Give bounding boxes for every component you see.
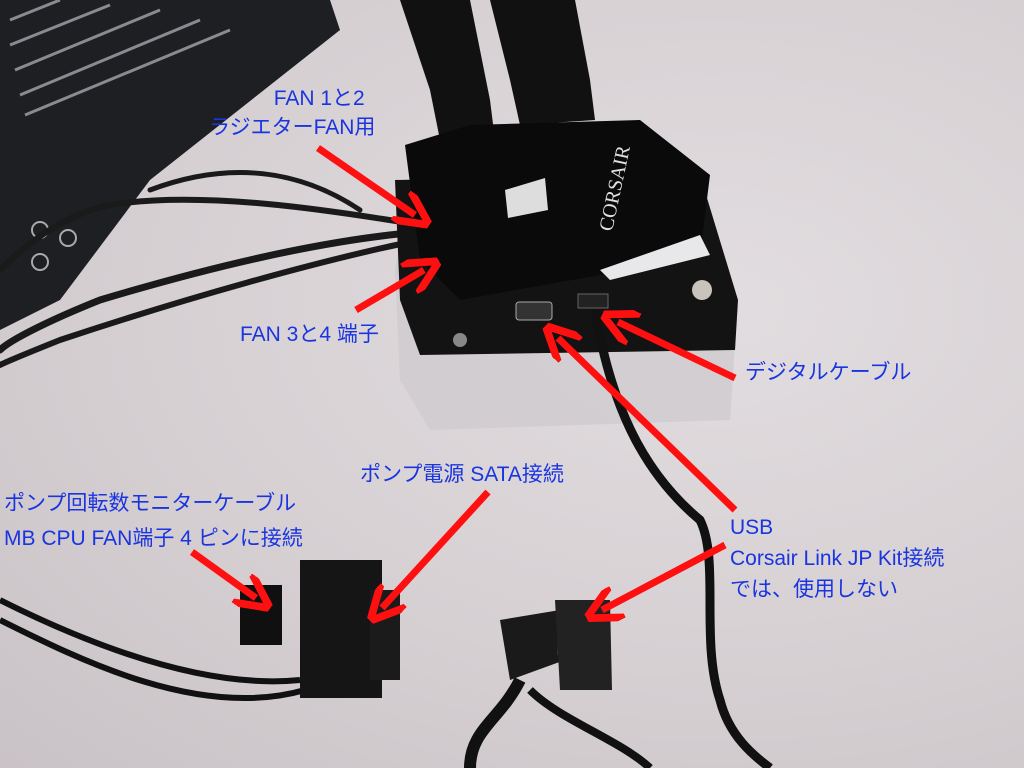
label-monitor-line1: ポンプ回転数モニターケーブル <box>4 492 297 515</box>
label-fan34: FAN 3と4 端子 <box>240 320 379 349</box>
label-usb-line3: では、使用しない <box>730 578 898 601</box>
sata-connector <box>0 560 400 702</box>
label-fan12: FAN 1と2 ラジエターFAN用 <box>209 84 375 142</box>
label-sata-line1: ポンプ電源 SATA接続 <box>360 463 564 486</box>
label-digital: デジタルケーブル <box>745 358 911 387</box>
usb-connector <box>464 600 653 768</box>
label-fan34-line1: FAN 3と4 端子 <box>240 323 379 346</box>
label-digital-line1: デジタルケーブル <box>745 361 912 384</box>
label-fan12-line2: ラジエターFAN用 <box>209 116 376 139</box>
coolant-tubes <box>400 0 595 140</box>
arrow-usb-port <box>558 338 738 513</box>
label-usb: USB Corsair Link JP Kit接続 では、使用しない <box>730 512 944 605</box>
digital-cable <box>590 309 773 768</box>
label-fan12-line1: FAN 1と2 <box>273 87 365 110</box>
arrow-fan12 <box>316 145 415 215</box>
arrow-monitor <box>189 549 256 598</box>
product-box <box>0 0 340 330</box>
label-monitor: ポンプ回転数モニターケーブル MB CPU FAN端子 4 ピンに接続 <box>4 486 303 556</box>
arrow-usb-plug <box>602 541 727 610</box>
label-usb-line2: Corsair Link JP Kit接続 <box>730 547 945 570</box>
corsair-sails-icon <box>505 178 548 218</box>
label-usb-line1: USB <box>730 516 774 539</box>
arrow-sata <box>382 489 491 608</box>
arrow-fan34 <box>354 270 424 314</box>
fan-cables <box>0 170 424 368</box>
label-sata: ポンプ電源 SATA接続 <box>360 460 564 489</box>
arrow-digital <box>618 322 737 382</box>
box-text-lines <box>9 0 231 117</box>
label-monitor-line2: MB CPU FAN端子 4 ピンに接続 <box>4 527 303 550</box>
pump-block <box>395 120 738 430</box>
